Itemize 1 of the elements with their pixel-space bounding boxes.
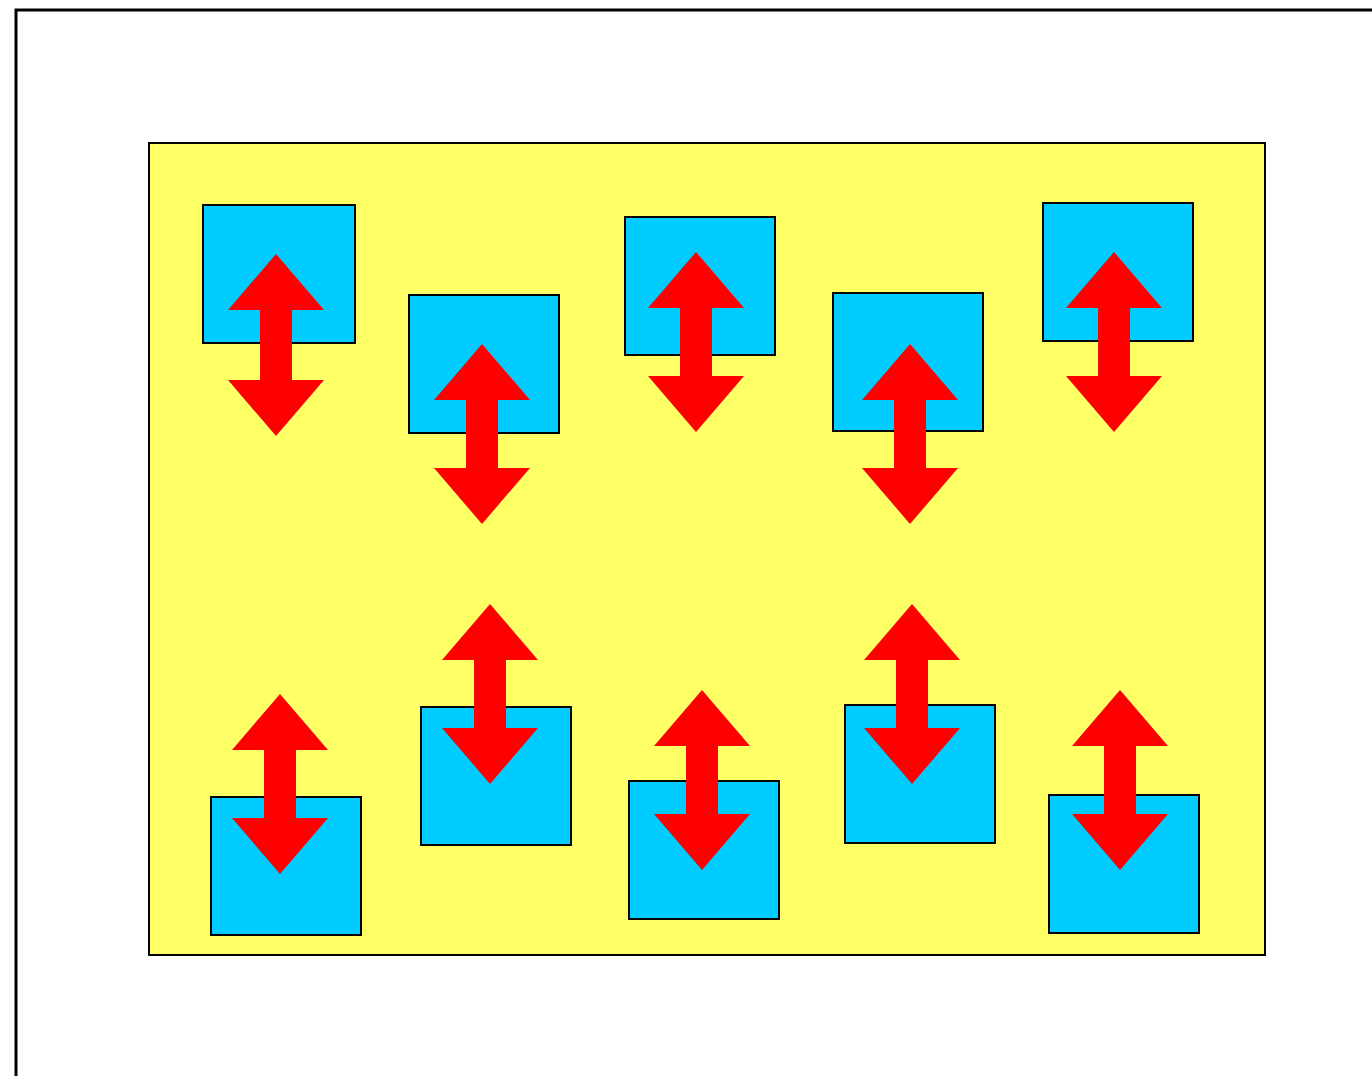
background-panel xyxy=(148,142,1266,956)
